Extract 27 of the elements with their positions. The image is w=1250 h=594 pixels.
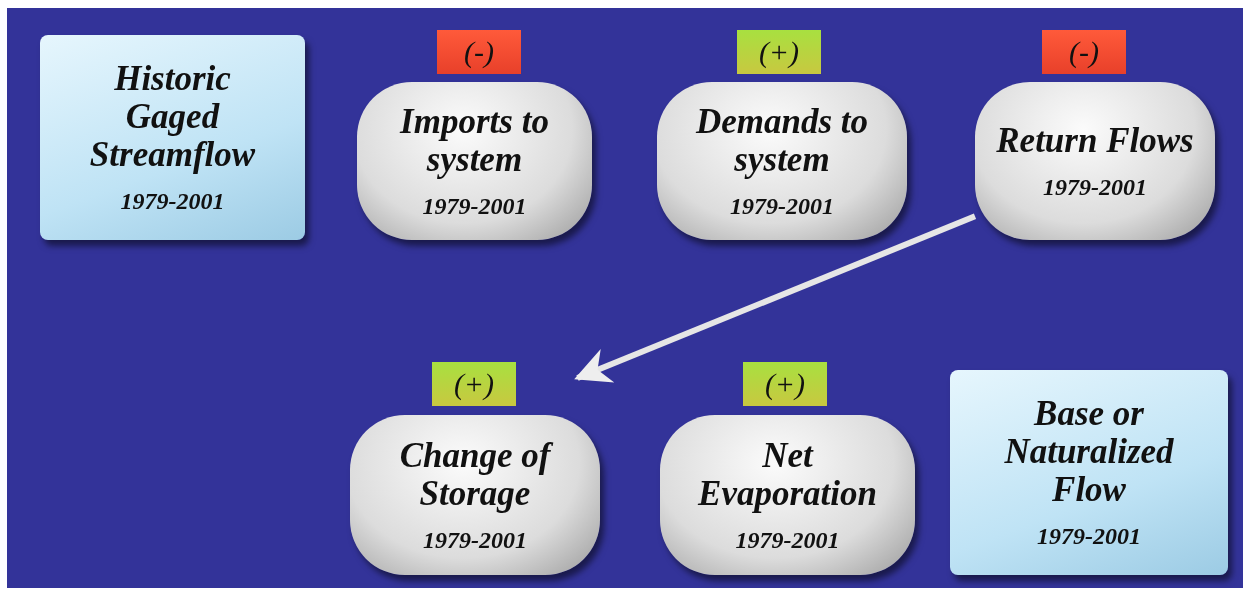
date-range: 1979-2001 — [422, 192, 527, 220]
box-title: Net Evaporation — [696, 436, 878, 513]
process-box — [660, 415, 915, 575]
process-box — [350, 415, 600, 575]
sign-badge: (+) — [737, 30, 821, 74]
process-box — [357, 82, 592, 240]
process-box — [657, 82, 907, 240]
data-box — [40, 35, 305, 240]
sign-badge: (+) — [743, 362, 827, 406]
box-title: Base or Naturalized Flow — [1003, 395, 1175, 509]
date-range: 1979-2001 — [730, 192, 834, 220]
box-title: Return Flows — [996, 121, 1194, 160]
box-title: Imports to system — [398, 102, 550, 179]
arrow — [574, 213, 977, 383]
process-box — [975, 82, 1215, 240]
box-title: Demands to system — [694, 102, 870, 179]
date-range: 1979-2001 — [423, 526, 527, 554]
date-range: 1979-2001 — [735, 526, 840, 554]
sign-badge: (-) — [1042, 30, 1126, 74]
sign-badge: (-) — [437, 30, 521, 74]
sign-badge: (+) — [432, 362, 516, 406]
date-range: 1979-2001 — [120, 188, 225, 215]
box-title: Change of Storage — [398, 436, 554, 513]
date-range: 1979-2001 — [1037, 523, 1141, 550]
date-range: 1979-2001 — [1043, 173, 1147, 201]
box-title: Historic Gaged Streamflow — [88, 60, 257, 174]
data-box — [950, 370, 1228, 575]
